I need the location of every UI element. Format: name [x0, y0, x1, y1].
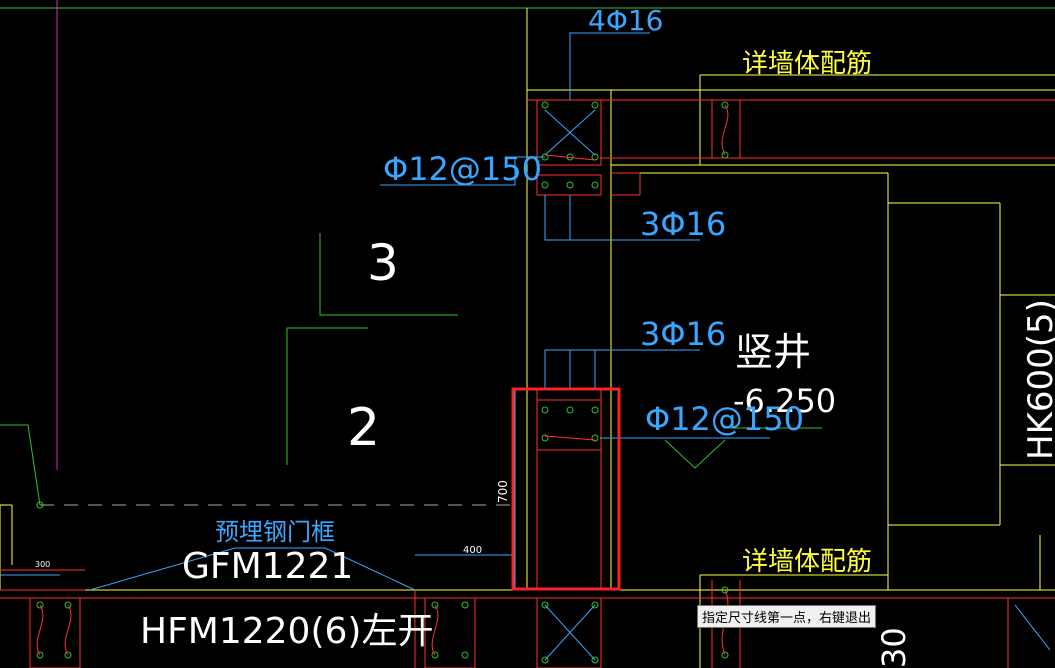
detail-wall-top-label: 详墙体配筋: [742, 49, 872, 79]
stirrup-right-label: Φ12@150: [645, 400, 804, 438]
elevation-label: -6.250: [733, 382, 836, 420]
section-3-label: 3: [367, 234, 399, 292]
dim-30-label: 30: [875, 627, 913, 668]
command-prompt-tooltip: 指定尺寸线第一点，右键退出: [697, 605, 877, 628]
section-2-label: 2: [347, 398, 380, 458]
beam-hk-label: HK600(5): [1021, 299, 1055, 460]
rebar-hooks: [36, 104, 729, 656]
selection-highlight-box: [511, 387, 621, 591]
dim-400-label: 400: [463, 545, 482, 556]
embedded-door-frame-label: 预埋钢门框: [215, 518, 335, 546]
shaft-label: 竖井: [735, 330, 811, 374]
dim-300-label: 300: [35, 560, 50, 569]
detail-wall-bottom-label: 详墙体配筋: [742, 547, 872, 577]
section-markers: [0, 233, 822, 506]
rebar-lines: [0, 99, 1055, 668]
rebar-top-label: 4Φ16: [588, 4, 663, 37]
rebar-mid2-label: 3Φ16: [640, 315, 726, 353]
door-hfm-label: HFM1220(6)左开: [140, 611, 433, 652]
stirrup-left-label: Φ12@150: [383, 150, 542, 188]
dim-700-label: 700: [496, 480, 510, 503]
rebar-dots: [36, 101, 729, 664]
column-cross-marks: [544, 109, 1051, 661]
rebar-mid1-label: 3Φ16: [640, 205, 726, 243]
wall-outlines: [0, 8, 1055, 668]
door-gfm-label: GFM1221: [182, 546, 353, 587]
leader-lines: [0, 32, 770, 591]
